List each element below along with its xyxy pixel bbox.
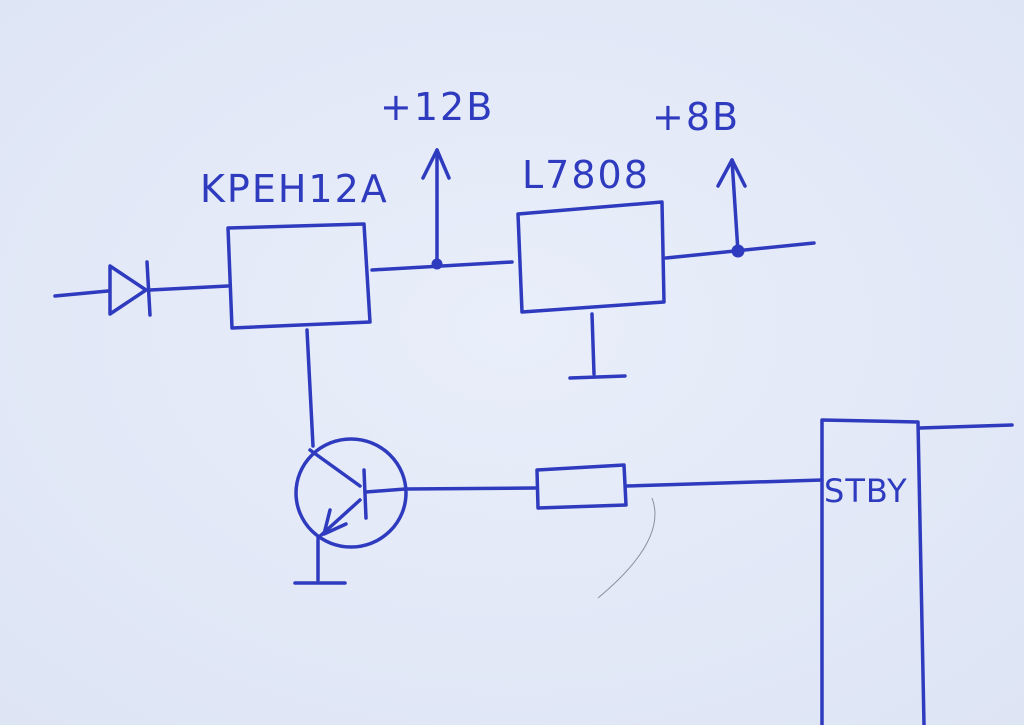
transistor-base-bar xyxy=(362,468,368,520)
rail-8v-label: +8B xyxy=(652,95,740,139)
input-wire xyxy=(53,289,110,298)
pencil-mark xyxy=(597,497,656,599)
transistor-collector xyxy=(308,448,362,488)
ic-outline xyxy=(820,418,926,725)
rail-12v-arrow xyxy=(421,148,451,180)
transistor-emitter-arrow xyxy=(322,508,348,536)
rail-8v-arrow xyxy=(716,158,747,188)
resistor-to-stby-wire xyxy=(624,478,824,488)
transistor-body xyxy=(294,437,408,549)
rail-12v-label: +12B xyxy=(380,85,494,129)
junction-dot-8v xyxy=(731,244,745,258)
ink-strokes xyxy=(53,148,1014,725)
diode-bar xyxy=(145,260,152,317)
base-wire xyxy=(403,486,537,491)
diode-triangle xyxy=(108,264,148,316)
regulator-2-ground-lead xyxy=(590,312,596,376)
regulator-2-box xyxy=(516,200,666,314)
regulator-2-ground-symbol xyxy=(568,374,627,380)
regulator-1-label: KPEH12A xyxy=(200,167,389,211)
base-resistor xyxy=(535,463,628,510)
transistor-base-lead xyxy=(364,487,407,494)
regulator-1-box xyxy=(226,222,372,330)
rail-8v-tap xyxy=(730,158,740,254)
junction-dot-12v xyxy=(431,258,443,270)
regulator-2-label: L7808 xyxy=(522,153,650,197)
standby-pin-label: STBY xyxy=(824,472,908,510)
diode-to-regulator-wire xyxy=(148,284,230,292)
regulator-1-control-wire xyxy=(305,328,315,448)
ic-top-wire xyxy=(918,423,1014,430)
